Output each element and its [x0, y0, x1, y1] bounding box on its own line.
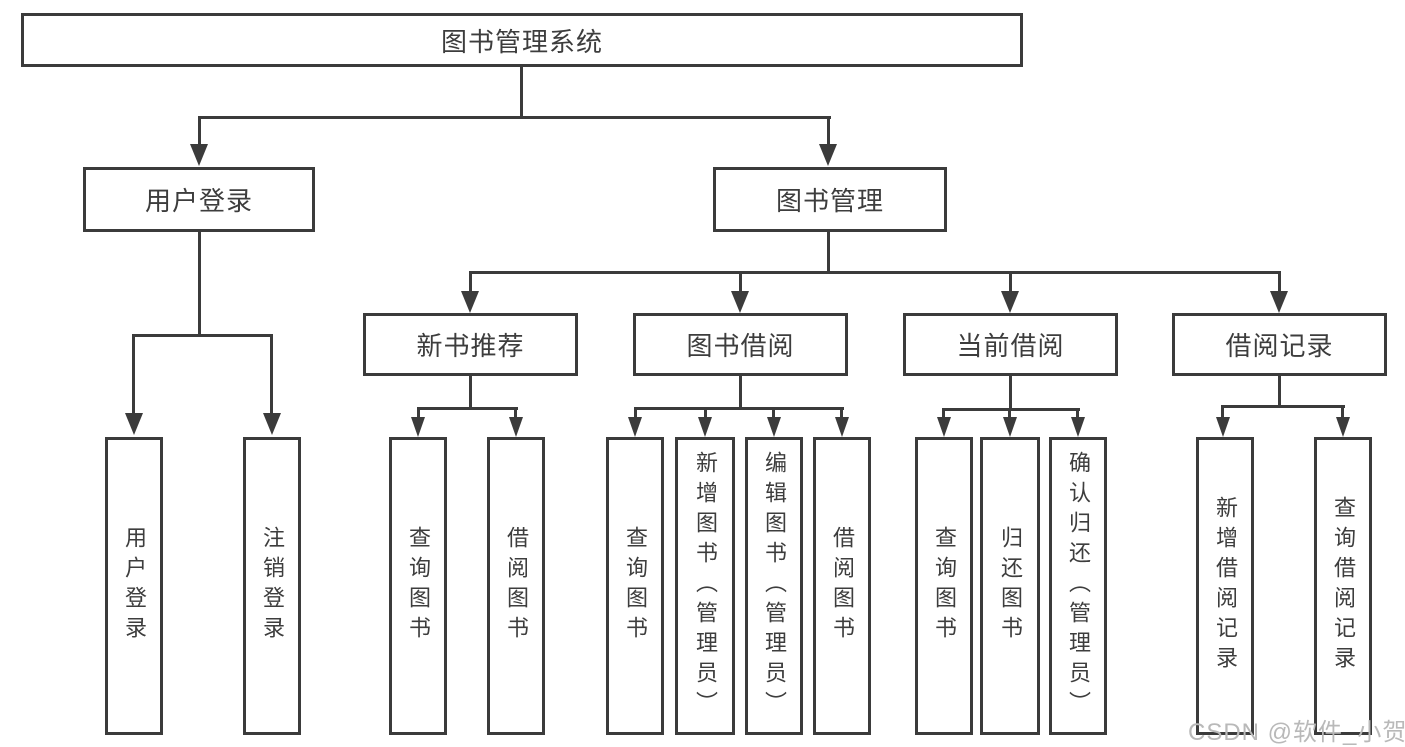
- connector-line: [469, 271, 472, 293]
- arrow-head: [411, 417, 425, 437]
- connector-line: [198, 230, 201, 336]
- arrow-head: [835, 417, 849, 437]
- connector-line: [827, 232, 830, 274]
- node-current-borrowing: 当前借阅: [903, 313, 1118, 376]
- connector-line: [417, 407, 518, 410]
- arrow-head: [1071, 417, 1085, 437]
- arrow-head: [190, 144, 208, 166]
- connector-line: [772, 407, 775, 419]
- connector-line: [1341, 405, 1344, 419]
- connector-line: [132, 334, 273, 337]
- arrow-head: [263, 413, 281, 435]
- connector-line: [469, 376, 472, 409]
- leaf-query-books-1: 查询图书: [389, 437, 447, 735]
- arrow-head: [731, 291, 749, 313]
- leaf-borrow-books-2: 借阅图书: [813, 437, 871, 735]
- connector-line: [704, 407, 707, 419]
- arrow-head: [1270, 291, 1288, 313]
- connector-line: [1222, 405, 1345, 408]
- arrow-head: [767, 417, 781, 437]
- arrow-head: [1336, 417, 1350, 437]
- leaf-add-borrow-record: 新增借阅记录: [1196, 437, 1254, 735]
- arrow-head: [1003, 417, 1017, 437]
- connector-line: [132, 334, 135, 414]
- connector-line: [520, 66, 523, 119]
- connector-line: [198, 116, 831, 119]
- leaf-borrow-books-1: 借阅图书: [487, 437, 545, 735]
- connector-line: [739, 376, 742, 409]
- connector-line: [827, 116, 830, 146]
- leaf-return-books: 归还图书: [980, 437, 1040, 735]
- node-user-login: 用户登录: [83, 167, 315, 232]
- connector-line: [270, 334, 273, 414]
- connector-line: [1278, 376, 1281, 407]
- arrow-head: [819, 144, 837, 166]
- connector-line: [1278, 271, 1281, 293]
- arrow-head: [698, 417, 712, 437]
- arrow-head: [509, 417, 523, 437]
- connector-line: [942, 408, 945, 419]
- connector-line: [943, 408, 1080, 411]
- connector-line: [840, 407, 843, 419]
- connector-line: [1009, 376, 1012, 410]
- arrow-head: [1216, 417, 1230, 437]
- leaf-edit-books-admin: 编辑图书（管理员）: [745, 437, 803, 735]
- connector-line: [1008, 408, 1011, 419]
- arrow-head: [125, 413, 143, 435]
- connector-line: [1009, 271, 1012, 293]
- node-book-management: 图书管理: [713, 167, 947, 232]
- node-book-borrowing: 图书借阅: [633, 313, 848, 376]
- leaf-query-borrow-record: 查询借阅记录: [1314, 437, 1372, 735]
- leaf-logout: 注销登录: [243, 437, 301, 735]
- watermark: CSDN @软件_小贺同学: [1188, 719, 1405, 746]
- leaf-user-login: 用户登录: [105, 437, 163, 735]
- leaf-query-books-2: 查询图书: [606, 437, 664, 735]
- leaf-confirm-return-admin: 确认归还（管理员）: [1049, 437, 1107, 735]
- arrow-head: [628, 417, 642, 437]
- connector-line: [514, 407, 517, 419]
- arrow-head: [461, 291, 479, 313]
- connector-line: [469, 271, 1281, 274]
- arrow-head: [937, 417, 951, 437]
- node-new-books: 新书推荐: [363, 313, 578, 376]
- connector-line: [198, 116, 201, 146]
- node-borrow-records: 借阅记录: [1172, 313, 1387, 376]
- connector-line: [634, 407, 844, 410]
- node-root: 图书管理系统: [21, 13, 1023, 67]
- connector-line: [417, 407, 420, 419]
- leaf-add-books-admin: 新增图书（管理员）: [675, 437, 735, 735]
- connector-line: [1221, 405, 1224, 419]
- leaf-query-books-3: 查询图书: [915, 437, 973, 735]
- connector-line: [634, 407, 637, 419]
- connector-line: [1076, 408, 1079, 419]
- connector-line: [739, 271, 742, 293]
- arrow-head: [1001, 291, 1019, 313]
